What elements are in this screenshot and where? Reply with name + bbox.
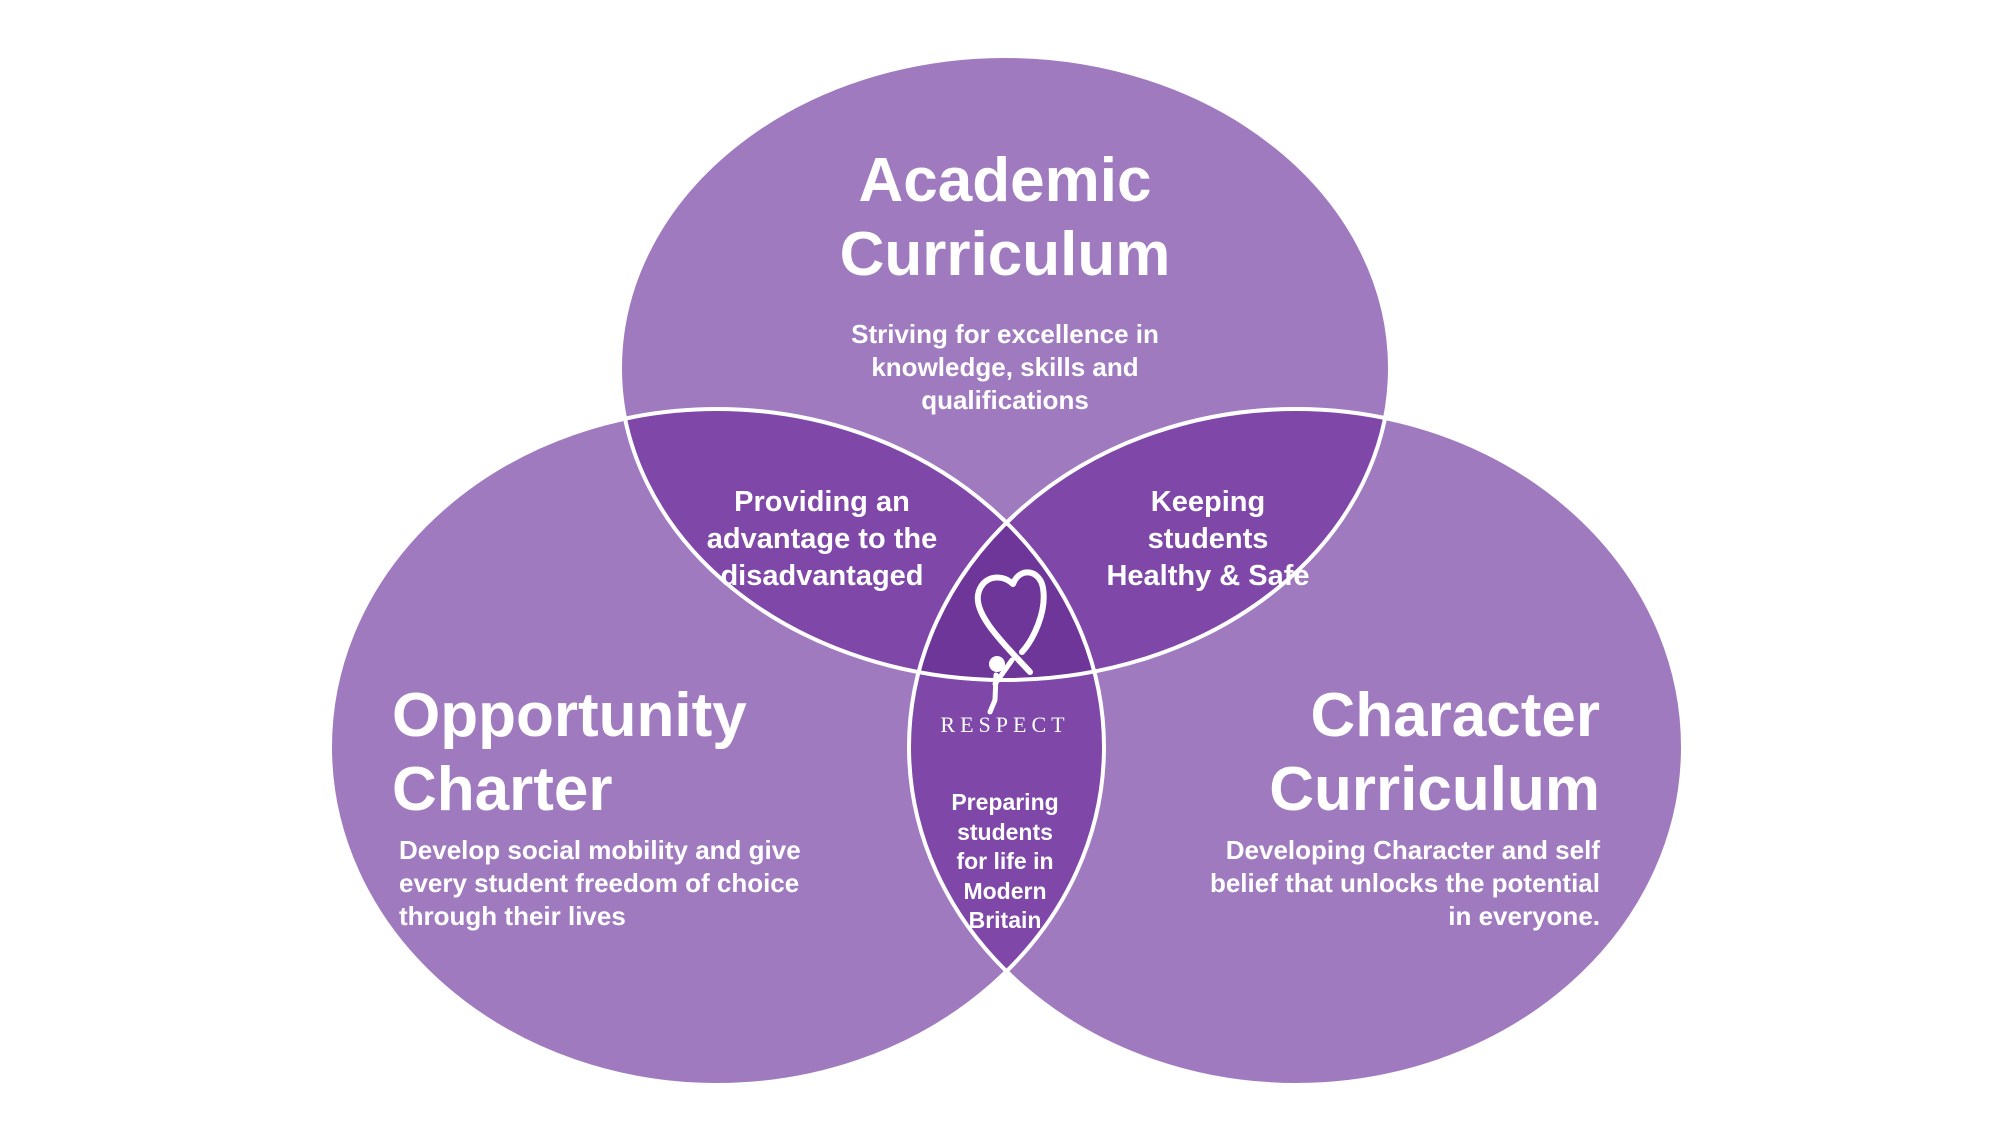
opportunity-desc-line2: every student freedom of choice: [399, 868, 800, 898]
respect-logo-text: RESPECT: [940, 712, 1070, 737]
overlap-ao-line2: advantage to the: [706, 523, 938, 555]
academic-desc-line3: qualifications: [921, 385, 1089, 415]
character-desc-line3: in everyone.: [1448, 901, 1600, 931]
center-line3: for life in: [956, 848, 1054, 874]
center-line5: Britain: [968, 907, 1042, 933]
overlap-academic-opportunity-text: Providing an advantage to the disadvanta…: [672, 484, 972, 595]
opportunity-desc-line3: through their lives: [399, 901, 626, 931]
overlap-academic-character-text: Keeping students Healthy & Safe: [1068, 484, 1348, 595]
opportunity-description: Develop social mobility and give every s…: [399, 834, 859, 933]
overlap-ac-line3: Healthy & Safe: [1106, 560, 1310, 592]
outline-opportunity: [328, 407, 1106, 1087]
heart-person-icon: [974, 569, 1047, 715]
character-description: Developing Character and self belief tha…: [1130, 834, 1600, 933]
academic-title: Academic Curriculum: [805, 144, 1205, 292]
academic-title-line2: Curriculum: [839, 220, 1171, 289]
outline-academic: [618, 54, 1392, 682]
overlap-ao-line1: Providing an: [734, 486, 910, 518]
opportunity-desc-line1: Develop social mobility and give: [399, 835, 801, 865]
center-line1: Preparing: [951, 789, 1059, 815]
overlap-ao-line3: disadvantaged: [720, 560, 924, 592]
opportunity-title-line2: Charter: [392, 755, 613, 824]
overlap-ac-line2: students: [1147, 523, 1269, 555]
opportunity-title-line1: Opportunity: [392, 681, 747, 750]
character-desc-line2: belief that unlocks the potential: [1209, 868, 1600, 898]
character-title: Character Curriculum: [1180, 679, 1600, 827]
academic-desc-line1: Striving for excellence in: [851, 319, 1159, 349]
academic-description: Striving for excellence in knowledge, sk…: [805, 318, 1205, 417]
overlap-academic-character: [909, 409, 1390, 680]
academic-desc-line2: knowledge, skills and: [871, 352, 1139, 382]
center-line4: Modern: [963, 877, 1047, 904]
outline-character: [907, 407, 1685, 1087]
overlap-ac-line1: Keeping: [1150, 486, 1266, 518]
center-text: Preparing students for life in Modern Br…: [920, 788, 1090, 936]
overlap-academic-opportunity: [620, 409, 1104, 680]
character-title-line2: Curriculum: [1269, 755, 1600, 824]
academic-title-line1: Academic: [858, 146, 1152, 215]
character-desc-line1: Developing Character and self: [1225, 835, 1600, 865]
center-line2: students: [957, 818, 1053, 845]
character-title-line1: Character: [1310, 681, 1600, 750]
opportunity-title: Opportunity Charter: [392, 679, 812, 827]
